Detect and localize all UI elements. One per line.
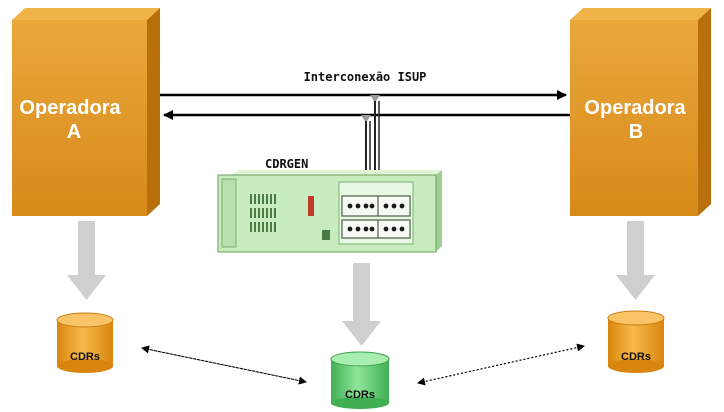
operator-b-label-line1: Operadora: [584, 97, 686, 119]
device-label: CDRGEN: [265, 157, 308, 171]
operator-b-block: Operadora B: [570, 8, 711, 216]
cdr-right-cylinder: CDRs: [607, 310, 665, 373]
operator-a-label-line2: A: [67, 121, 81, 143]
down-arrow-center: [342, 263, 381, 346]
operator-b-side: [698, 8, 711, 216]
cdr-left-cylinder: CDRs: [56, 312, 114, 373]
cdr-right-label: CDRs: [621, 351, 651, 363]
cdrgen-device: [217, 170, 442, 253]
down-arrow-right: [616, 221, 655, 300]
operator-a-front: [12, 20, 147, 216]
sync-arrow-right-to-center: [417, 345, 585, 386]
down-arrow-left: [67, 221, 106, 300]
cdr-center-label: CDRs: [345, 389, 375, 401]
operator-a-side: [147, 8, 160, 216]
operator-a-block: Operadora A: [12, 8, 160, 216]
operator-b-label-line2: B: [629, 121, 643, 143]
operator-b-front: [570, 20, 698, 216]
connection-label: Interconexão ISUP: [304, 70, 427, 84]
sync-arrows: [141, 343, 585, 386]
operator-b-top: [570, 8, 711, 20]
cdr-left-label: CDRs: [70, 351, 100, 363]
operator-a-label-line1: Operadora: [19, 97, 121, 119]
operator-a-top: [12, 8, 160, 20]
down-arrows: [67, 221, 655, 346]
cdr-center-cylinder: CDRs: [330, 351, 390, 409]
